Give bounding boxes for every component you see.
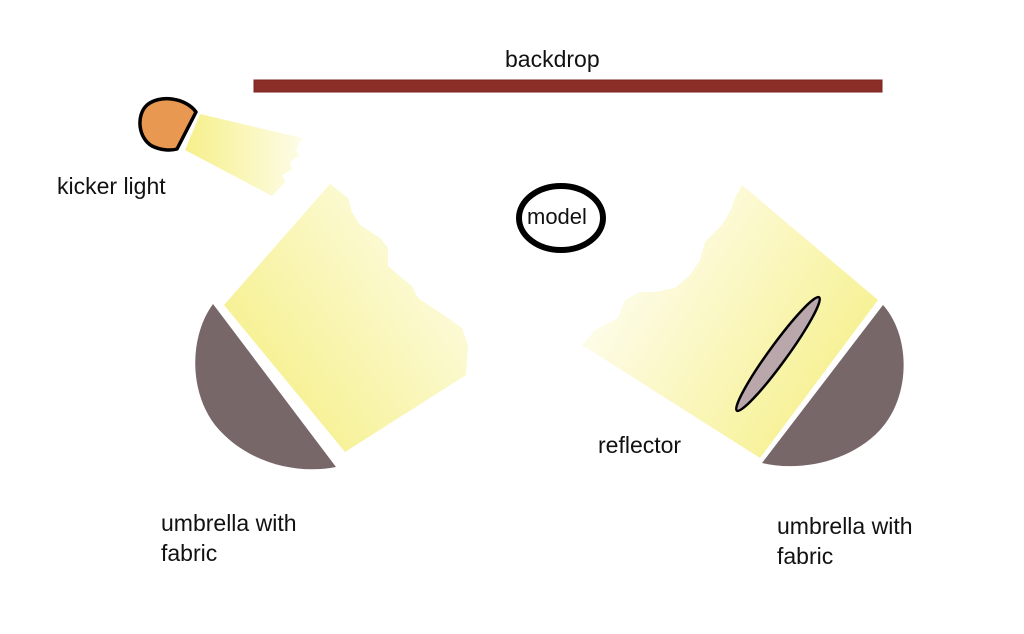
left-umbrella-label: umbrella with fabric: [161, 510, 297, 566]
kicker-light-label: kicker light: [57, 173, 166, 199]
left-light-beam: [224, 184, 468, 452]
right-umbrella-label: umbrella with fabric: [777, 513, 913, 569]
reflector-label: reflector: [598, 432, 682, 458]
reflector-disc: [734, 295, 822, 413]
kicker-light-beam: [185, 114, 302, 196]
model-label: model: [527, 204, 587, 229]
right-light-beam: [582, 185, 878, 458]
backdrop-label: backdrop: [505, 46, 600, 72]
left-umbrella: [195, 304, 336, 470]
backdrop-bar: [253, 79, 883, 93]
right-umbrella: [762, 305, 904, 467]
model-ring: [516, 183, 606, 253]
kicker-light-head: [138, 96, 198, 152]
